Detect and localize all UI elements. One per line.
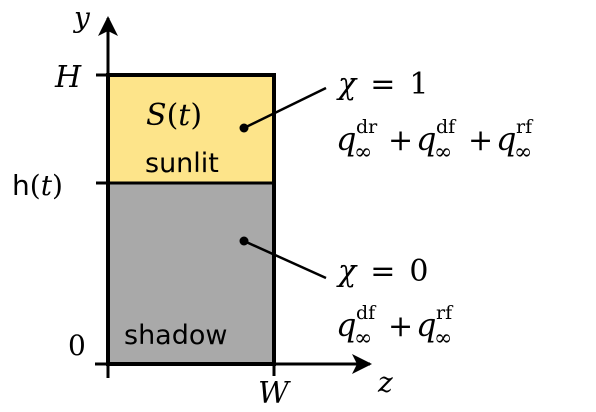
chi-symbol: χ xyxy=(336,254,358,289)
infinity-subscript: ∞ xyxy=(434,140,452,165)
q-symbol: q xyxy=(336,120,356,158)
flux-superscript-dr: dr xyxy=(356,116,378,138)
h-arg: t xyxy=(41,169,53,202)
shadow-region xyxy=(108,183,274,364)
q-symbol: q xyxy=(336,306,356,344)
z-axis-label: z xyxy=(377,366,393,399)
S-rparen: ) xyxy=(190,98,202,133)
equals-sign: = xyxy=(370,67,395,102)
infinity-subscript: ∞ xyxy=(434,326,452,351)
tick-label-W: W xyxy=(258,376,291,411)
sunlit-function-label: S(t) xyxy=(146,98,202,133)
flux-superscript-rf: rf xyxy=(516,116,534,138)
q-symbol: q xyxy=(496,120,516,158)
h-func: h xyxy=(12,169,30,202)
infinity-subscript: ∞ xyxy=(354,326,372,351)
tick-label-h: h(t) xyxy=(12,169,63,202)
shadow-chi-equation: χ = 0 xyxy=(336,254,428,289)
h-lparen: ( xyxy=(30,169,41,202)
flux-superscript-rf: rf xyxy=(436,302,454,324)
sunlit-label: sunlit xyxy=(145,148,219,179)
plus-sign: + xyxy=(388,309,413,344)
flux-superscript-df: df xyxy=(436,116,457,138)
shadow-leader-line xyxy=(243,239,327,280)
shadow-label: shadow xyxy=(124,320,227,351)
chi-symbol: χ xyxy=(336,67,358,102)
S-lparen: ( xyxy=(167,98,179,133)
plus-sign: + xyxy=(468,123,493,158)
y-axis-label: y xyxy=(72,1,91,34)
q-symbol: q xyxy=(416,306,436,344)
infinity-subscript: ∞ xyxy=(354,140,372,165)
equals-sign: = xyxy=(370,254,395,289)
q-symbol: q xyxy=(416,120,436,158)
sunlit-chi-equation: χ = 1 xyxy=(336,67,428,102)
flux-superscript-df: df xyxy=(356,302,377,324)
tick-label-H: H xyxy=(54,60,82,95)
S-func: S xyxy=(146,98,167,133)
infinity-subscript: ∞ xyxy=(514,140,532,165)
h-rparen: ) xyxy=(52,169,63,202)
sunlit-leader-line xyxy=(243,86,327,130)
tick-label-zero: 0 xyxy=(68,329,86,362)
chi-value: 1 xyxy=(409,67,428,102)
S-arg: t xyxy=(178,98,191,133)
chi-value: 0 xyxy=(409,254,428,289)
plus-sign: + xyxy=(388,123,413,158)
